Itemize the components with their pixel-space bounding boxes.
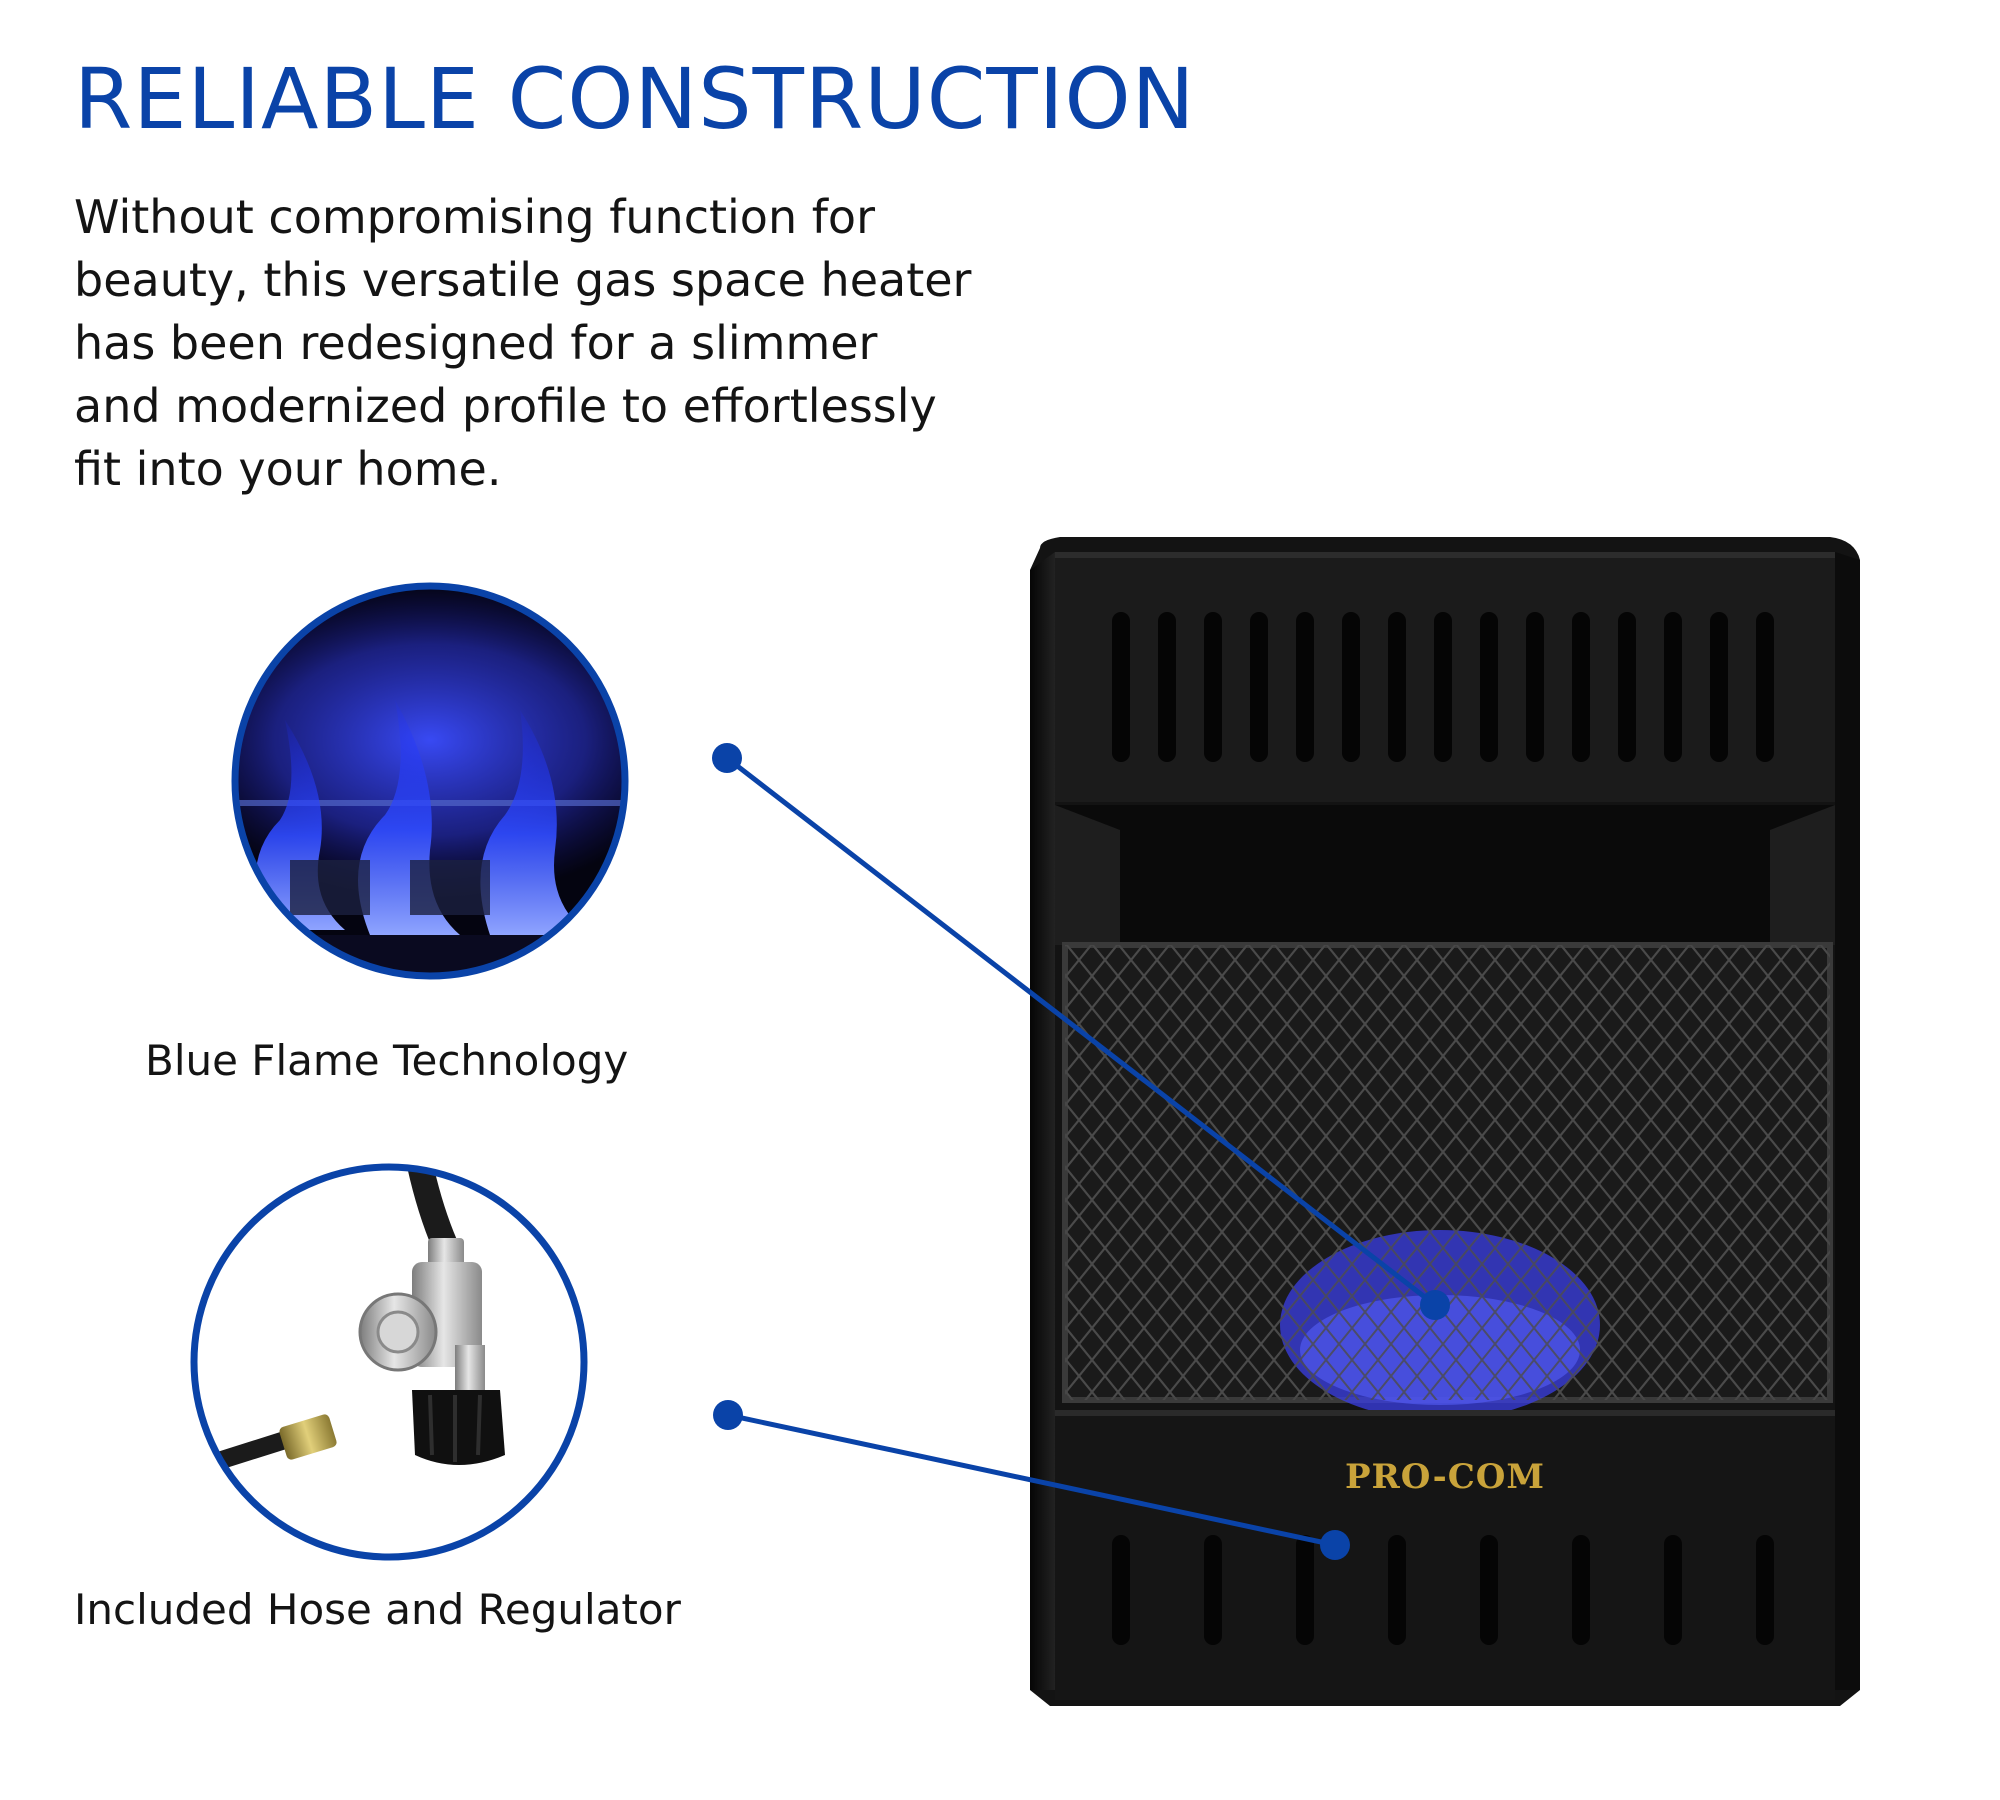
description-line: has been redesigned for a slimmer [74,316,878,370]
callout-flame [712,743,1450,1320]
top-vent [1112,612,1774,762]
bottom-vent [1112,1535,1774,1645]
description-line: beauty, this versatile gas space heater [74,253,972,307]
blue-flame-icon [231,582,629,980]
description-line: and modernized profile to effortlessly [74,379,937,433]
hose-regulator-icon [190,1163,588,1561]
page-title: RELIABLE CONSTRUCTION [74,50,1196,148]
description-line: Without compromising function for [74,190,875,244]
callout-hose [713,1400,1350,1560]
feature-label-blue-flame: Blue Flame Technology [145,1036,629,1085]
heater-product: PRO-COM [1030,537,1860,1706]
brand-logo: PRO-COM [1345,1457,1545,1497]
feature-label-hose-regulator: Included Hose and Regulator [74,1585,681,1634]
description: Without compromising function for beauty… [74,186,1154,501]
description-line: fit into your home. [74,442,502,496]
